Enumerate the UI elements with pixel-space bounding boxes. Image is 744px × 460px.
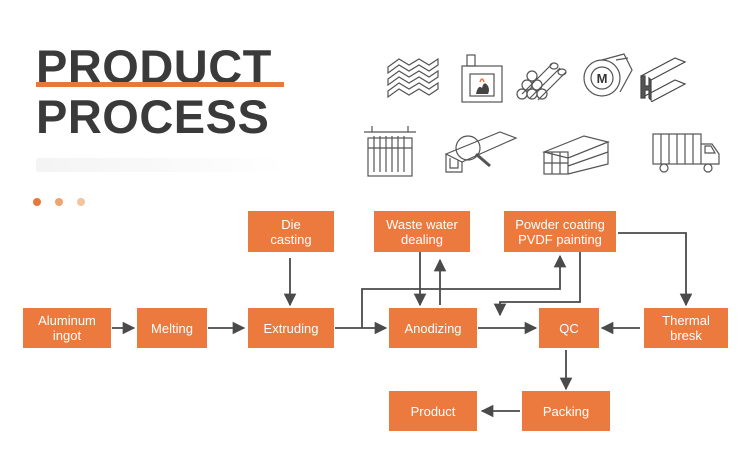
node-aluminum-ingot: Aluminum ingot bbox=[23, 308, 111, 348]
delivery-truck-icon bbox=[652, 133, 720, 173]
extrusion-die-icon: M bbox=[583, 53, 633, 97]
carousel-dots bbox=[33, 198, 85, 206]
carousel-dot-1[interactable] bbox=[33, 198, 41, 206]
arrow-powder-to-thermal bbox=[618, 232, 693, 307]
h-profile-icon bbox=[640, 57, 687, 102]
arrow-powder-to-qc bbox=[493, 252, 581, 317]
node-melting: Melting bbox=[137, 308, 207, 348]
svg-text:M: M bbox=[597, 71, 608, 86]
faint-subtitle-bar bbox=[36, 158, 286, 172]
inspection-tool-icon bbox=[444, 131, 518, 173]
node-qc: QC bbox=[539, 308, 599, 348]
node-die-casting: Die casting bbox=[248, 211, 334, 252]
node-packing: Packing bbox=[522, 391, 610, 431]
stacked-profiles-icon bbox=[387, 57, 439, 99]
furnace-icon bbox=[461, 54, 503, 103]
node-anodizing: Anodizing bbox=[389, 308, 477, 348]
title-underline bbox=[36, 82, 284, 87]
node-powder-coating: Powder coating PVDF painting bbox=[504, 211, 616, 252]
node-thermal: Thermal bresk bbox=[644, 308, 728, 348]
round-bars-icon bbox=[516, 62, 567, 101]
anodizing-tank-icon bbox=[364, 126, 416, 177]
carousel-dot-2[interactable] bbox=[55, 198, 63, 206]
carousel-dot-3[interactable] bbox=[77, 198, 85, 206]
node-waste-water: Waste water dealing bbox=[374, 211, 470, 252]
node-product: Product bbox=[389, 391, 477, 431]
arrow-extruding-to-powder bbox=[361, 254, 567, 328]
packed-profiles-icon bbox=[542, 135, 610, 175]
title-line-2: PROCESS bbox=[36, 90, 270, 143]
node-extruding: Extruding bbox=[248, 308, 334, 348]
